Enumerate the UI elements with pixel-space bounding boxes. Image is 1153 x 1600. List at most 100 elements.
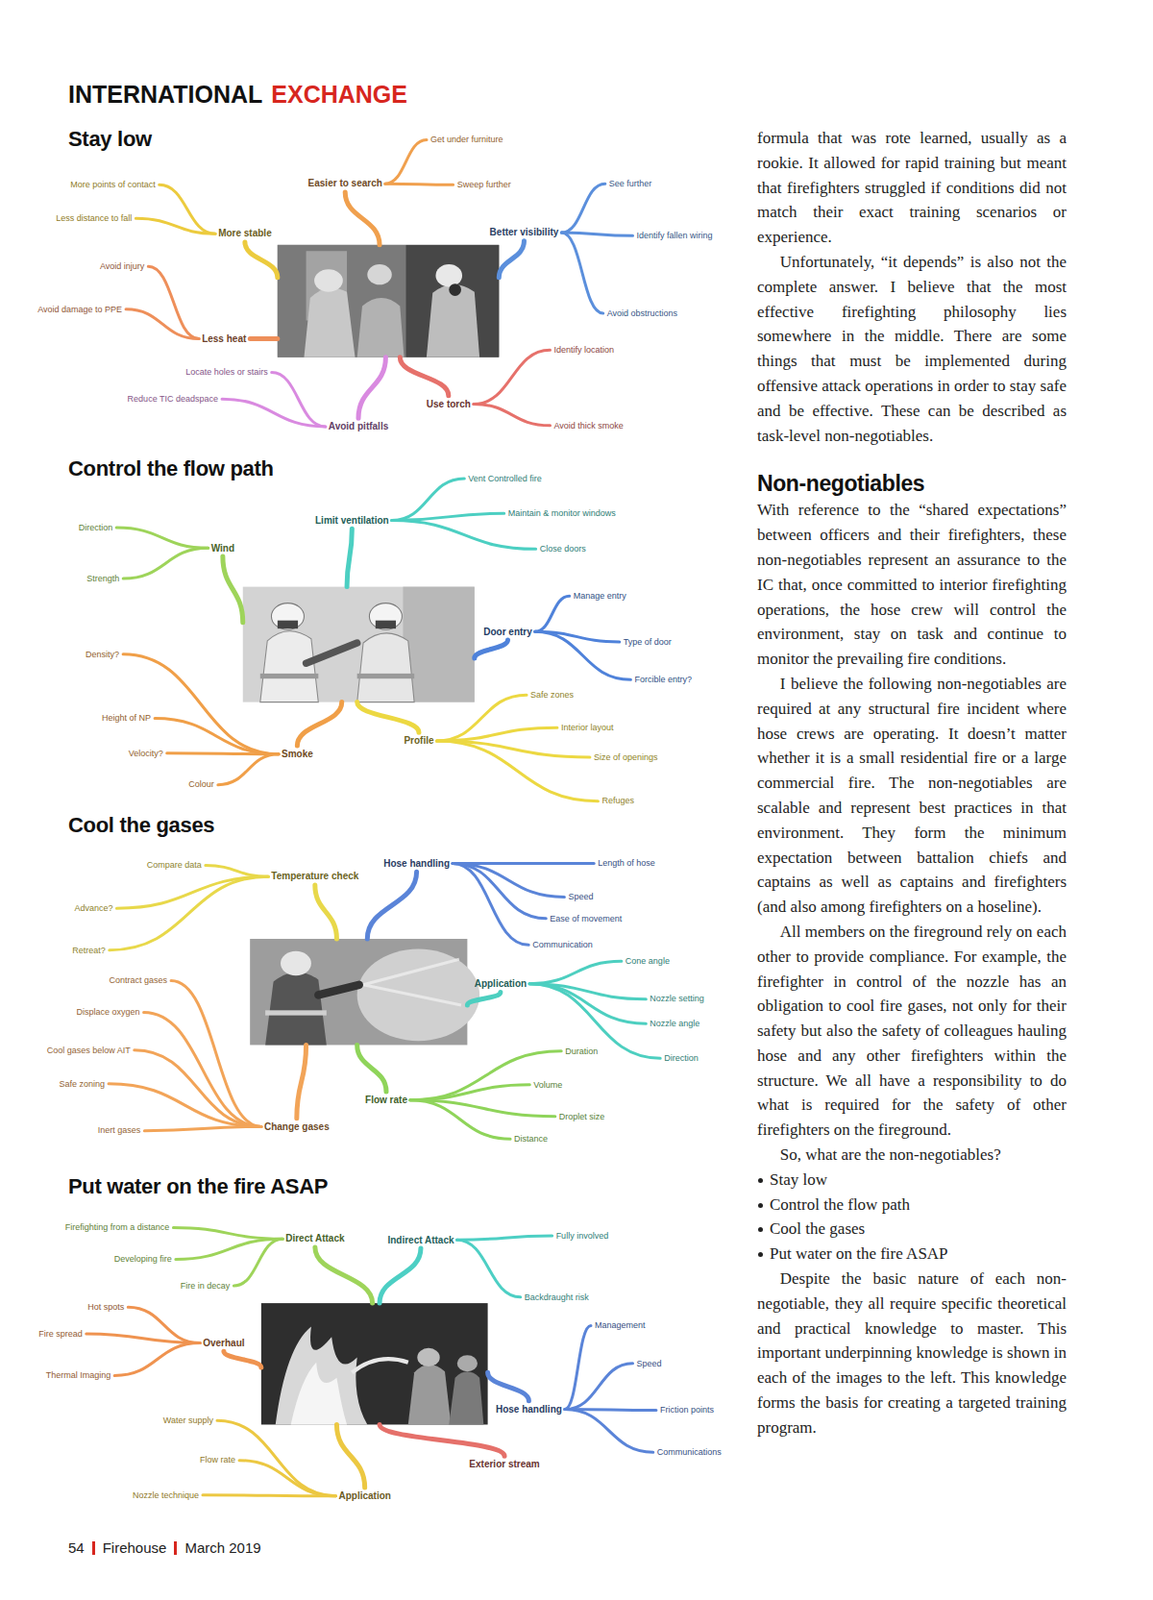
- leaf-label: Avoid injury: [98, 260, 147, 272]
- column-heading: Non-negotiables: [757, 469, 1067, 497]
- leaf-label: See further: [607, 177, 655, 190]
- branch-connector: [392, 520, 537, 550]
- label-text: Cool gases below AIT: [47, 1045, 131, 1055]
- photo: [249, 938, 480, 1045]
- leaf-label: Firefighting from a distance: [63, 1221, 172, 1233]
- leaf-label: Inert gases: [96, 1124, 144, 1136]
- label-text: Avoid damage to PPE: [37, 304, 123, 315]
- photo-shape: [408, 1364, 452, 1424]
- leaf-label: Avoid damage to PPE: [35, 303, 124, 316]
- label-text: Application: [338, 1490, 391, 1502]
- photo-shape: [280, 951, 312, 976]
- branch-connector: [202, 1495, 336, 1497]
- branch-label: Better visibility: [488, 225, 562, 240]
- branch-label: Profile: [401, 734, 436, 748]
- label-text: Hot spots: [87, 1301, 124, 1312]
- label-text: Better visibility: [490, 226, 560, 239]
- leaf-label: Locate holes or stairs: [183, 366, 270, 378]
- label-text: Fully involved: [556, 1230, 610, 1241]
- leaf-label: Avoid obstructions: [605, 307, 680, 319]
- separator-bar: [173, 1541, 177, 1555]
- leaf-label: Strength: [84, 572, 122, 585]
- branch-connector: [473, 349, 551, 404]
- branch-connector: [437, 740, 599, 802]
- branch-line: [249, 336, 278, 342]
- leaf-label: Communications: [655, 1446, 724, 1458]
- branch-label: Use torch: [424, 397, 473, 412]
- branch-connector: [564, 1409, 654, 1453]
- photo-shape: [270, 603, 304, 631]
- leaf-label: Fully involved: [554, 1229, 612, 1242]
- label-text: Communications: [657, 1447, 722, 1457]
- photo-shape: [306, 642, 358, 663]
- leaf-label: Close doors: [538, 542, 589, 555]
- bullet-text: Stay low: [769, 1170, 828, 1189]
- photo-shape: [351, 1358, 408, 1373]
- photo-shape: [426, 284, 480, 358]
- branch-connector: [457, 1239, 521, 1297]
- label-text: Thermal Imaging: [46, 1370, 112, 1380]
- leaf-label: Fire in decay: [178, 1279, 233, 1292]
- branch-connector: [271, 372, 326, 427]
- branch-line: [315, 1247, 373, 1303]
- label-text: More points of contact: [70, 179, 156, 190]
- leaf-label: Colour: [186, 778, 217, 790]
- label-text: Smoke: [281, 748, 314, 761]
- section-heading: Cool the gases: [68, 812, 215, 838]
- photo-shape: [303, 288, 355, 358]
- branch-connector: [122, 654, 279, 755]
- label-text: Speed: [637, 1358, 663, 1369]
- label-text: More stable: [218, 227, 272, 240]
- leaf-label: Duration: [563, 1045, 600, 1057]
- label-text: Management: [594, 1320, 646, 1330]
- leaf-label: Identify location: [552, 343, 617, 356]
- branch-label: Easier to search: [306, 176, 385, 191]
- branch-connector: [473, 404, 551, 426]
- photo-shape: [367, 264, 392, 285]
- leaf-label: Friction points: [658, 1403, 716, 1416]
- leaf-label: Velocity?: [126, 747, 166, 760]
- label-text: Type of door: [623, 637, 672, 647]
- label-text: Fire spread: [38, 1328, 83, 1339]
- branch-connector: [392, 478, 466, 521]
- leaf-label: Size of openings: [591, 751, 661, 763]
- branch-connector: [564, 1363, 634, 1410]
- leaf-label: Ease of movement: [547, 912, 624, 925]
- label-text: Strength: [86, 573, 120, 584]
- branch-label: Hose handling: [493, 1402, 565, 1417]
- label-text: Reduce TIC deadspace: [127, 393, 219, 404]
- branch-label: Application: [336, 1489, 393, 1503]
- branch-connector: [385, 139, 427, 184]
- branch-label: Wind: [209, 541, 237, 556]
- leaf-label: Volume: [531, 1079, 565, 1091]
- body-paragraph: With reference to the “shared expectatio…: [757, 497, 1067, 672]
- body-paragraph: Despite the basic nature of each non-neg…: [757, 1266, 1067, 1441]
- branch-connector: [561, 232, 633, 236]
- leaf-label: Cool gases below AIT: [45, 1044, 133, 1056]
- photo-shape: [375, 620, 396, 629]
- photo: [261, 1302, 489, 1424]
- leaf-label: Contract gases: [107, 974, 171, 986]
- photo-shape: [318, 984, 359, 996]
- branch-label: Temperature check: [269, 869, 361, 884]
- branch-connector: [134, 1050, 262, 1128]
- branch-label: Change gases: [262, 1120, 332, 1134]
- page-footer: 54: [68, 1539, 85, 1557]
- bullet-dot: [758, 1177, 763, 1183]
- branch-line: [379, 1423, 505, 1456]
- label-text: Droplet size: [559, 1111, 606, 1122]
- branch-label: Limit ventilation: [313, 514, 392, 528]
- label-text: Forcible entry?: [634, 674, 692, 685]
- branch-label: Exterior stream: [466, 1457, 541, 1472]
- branch-connector: [529, 983, 646, 1024]
- leaf-label: Maintain & monitor windows: [506, 507, 618, 519]
- leaf-label: Speed: [635, 1357, 664, 1370]
- branch-connector: [116, 527, 209, 548]
- label-text: Easier to search: [308, 177, 383, 190]
- label-text: Door entry: [483, 626, 533, 638]
- label-text: Height of NP: [101, 712, 151, 723]
- leaf-label: Displace oxygen: [74, 1005, 143, 1018]
- branch-connector: [561, 232, 603, 314]
- label-text: Profile: [403, 735, 434, 747]
